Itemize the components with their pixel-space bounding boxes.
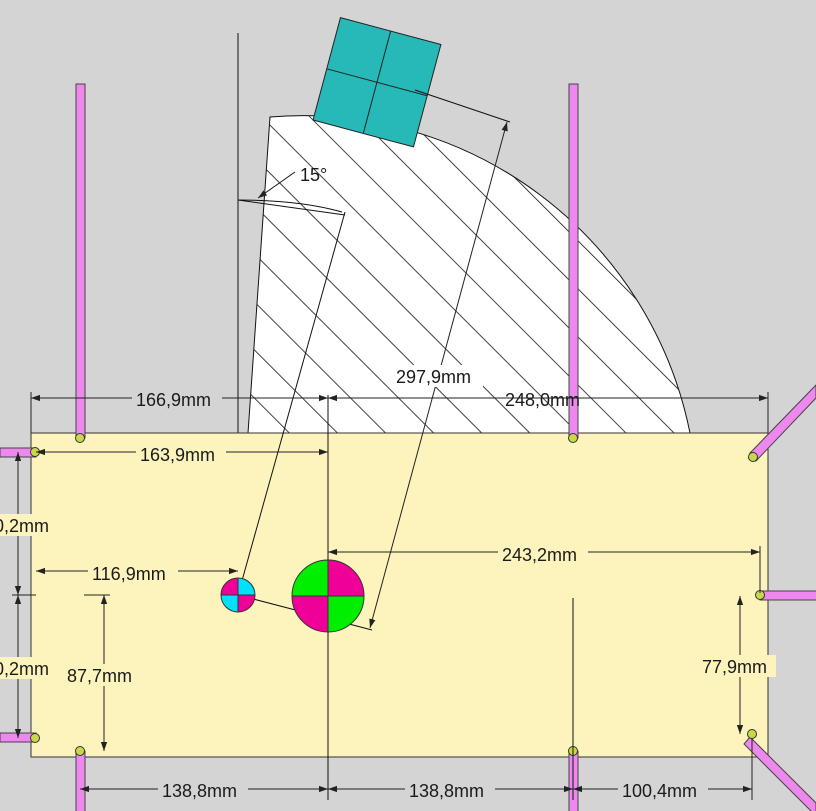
rod-right-middle [759, 590, 816, 601]
distance-ref-line-top [414, 89, 511, 123]
mount-point [748, 452, 758, 462]
small-marker [220, 577, 256, 613]
mount-point [30, 733, 40, 743]
rod-bottom-left [75, 750, 86, 811]
rod-right-lower-diagonal [743, 736, 816, 811]
dim-label-87-7: 87,7mm [67, 666, 132, 686]
dim-label-116-9: 116,9mm [92, 564, 166, 584]
dim-label-90-2-bottom: 90,2mm [0, 659, 49, 679]
dim-label-163-9: 163,9mm [140, 445, 215, 465]
mount-point [568, 433, 578, 443]
angle-label: 15° [300, 165, 327, 185]
mount-point [75, 433, 85, 443]
mount-point [75, 746, 85, 756]
dim-label-297-9: 297,9mm [396, 367, 471, 387]
dim-label-243-2: 243,2mm [502, 545, 577, 565]
dim-label-90-2-top: 90,2mm [0, 516, 49, 536]
rod-right-upper-diagonal [749, 384, 816, 462]
sector-edge-line [237, 211, 346, 596]
dim-label-138-8-right: 138,8mm [409, 781, 484, 801]
dimension-labels: 166,9mm 248,0mm 297,9mm 163,9mm 243,2mm … [0, 365, 776, 801]
dim-label-138-8-left: 138,8mm [162, 781, 237, 801]
angle-pointer [257, 171, 296, 199]
dim-label-166-9: 166,9mm [136, 390, 211, 410]
rod-top-right [568, 83, 579, 439]
mount-point [747, 729, 757, 739]
dim-label-248-0: 248,0mm [505, 390, 580, 410]
rod-top-left [75, 83, 86, 439]
angle-leader [237, 199, 346, 216]
dim-label-100-4: 100,4mm [622, 781, 697, 801]
large-marker [291, 559, 365, 633]
dim-label-77-9: 77,9mm [702, 657, 767, 677]
sensor-box [312, 16, 442, 148]
board [30, 432, 769, 758]
angle-arc [237, 199, 343, 213]
